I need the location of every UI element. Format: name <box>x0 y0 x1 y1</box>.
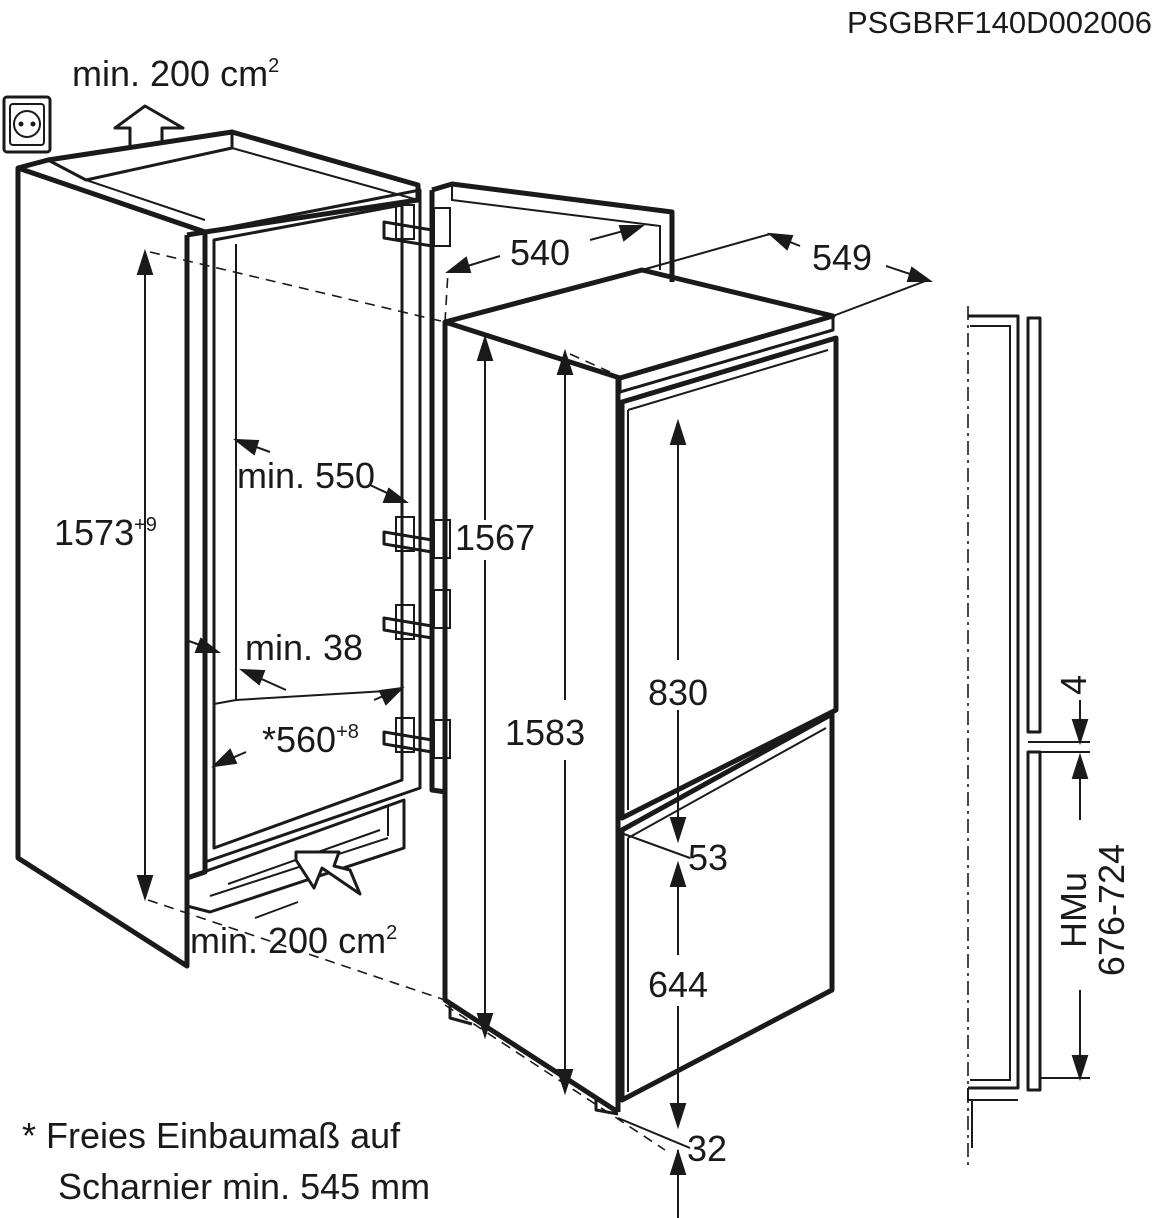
hmu-label: HMu <box>1053 872 1094 948</box>
airflow-in-arrow-icon <box>294 850 362 896</box>
drawing-code: PSGBRF140D002006 <box>847 5 1152 40</box>
dim-niche-height: 1573+9 <box>54 512 157 553</box>
dim-upper-door: 830 <box>648 672 708 713</box>
dim-total-height: 1583 <box>505 712 585 753</box>
dim-height: 1567 <box>455 517 535 558</box>
dim-door-gap: 53 <box>688 837 728 878</box>
lower-door <box>619 711 835 1103</box>
dim-min-depth: min. 550 <box>237 455 375 496</box>
airflow-up-arrow-icon <box>113 104 185 150</box>
dim-bottom-gap: 32 <box>687 1128 727 1169</box>
side-view <box>967 306 1090 1168</box>
dim-side-gap: 4 <box>1053 675 1094 695</box>
dim-min-gap: min. 38 <box>245 627 363 668</box>
dimension-lines <box>136 225 1089 1218</box>
hinge-upper-mid <box>382 516 434 554</box>
footnote-line-2: Scharnier min. 545 mm <box>58 1166 430 1207</box>
ventilation-top-label: min. 200 cm2 <box>72 53 279 94</box>
hmu-range: 676-724 <box>1091 844 1132 976</box>
hinge-bottom <box>382 717 434 754</box>
upper-door <box>619 335 839 821</box>
ventilation-bottom-label: min. 200 cm2 <box>190 920 397 961</box>
dim-lower-door: 644 <box>648 964 708 1005</box>
hinge-top <box>382 204 434 248</box>
footnote-line-1: * Freies Einbaumaß auf <box>22 1115 401 1156</box>
cabinet-door <box>429 181 675 795</box>
power-socket-icon <box>2 95 52 154</box>
dim-width: 540 <box>510 232 570 273</box>
dim-niche-width: *560+8 <box>262 719 359 760</box>
hinge-lower-mid <box>382 604 434 640</box>
dim-depth: 549 <box>812 237 872 278</box>
